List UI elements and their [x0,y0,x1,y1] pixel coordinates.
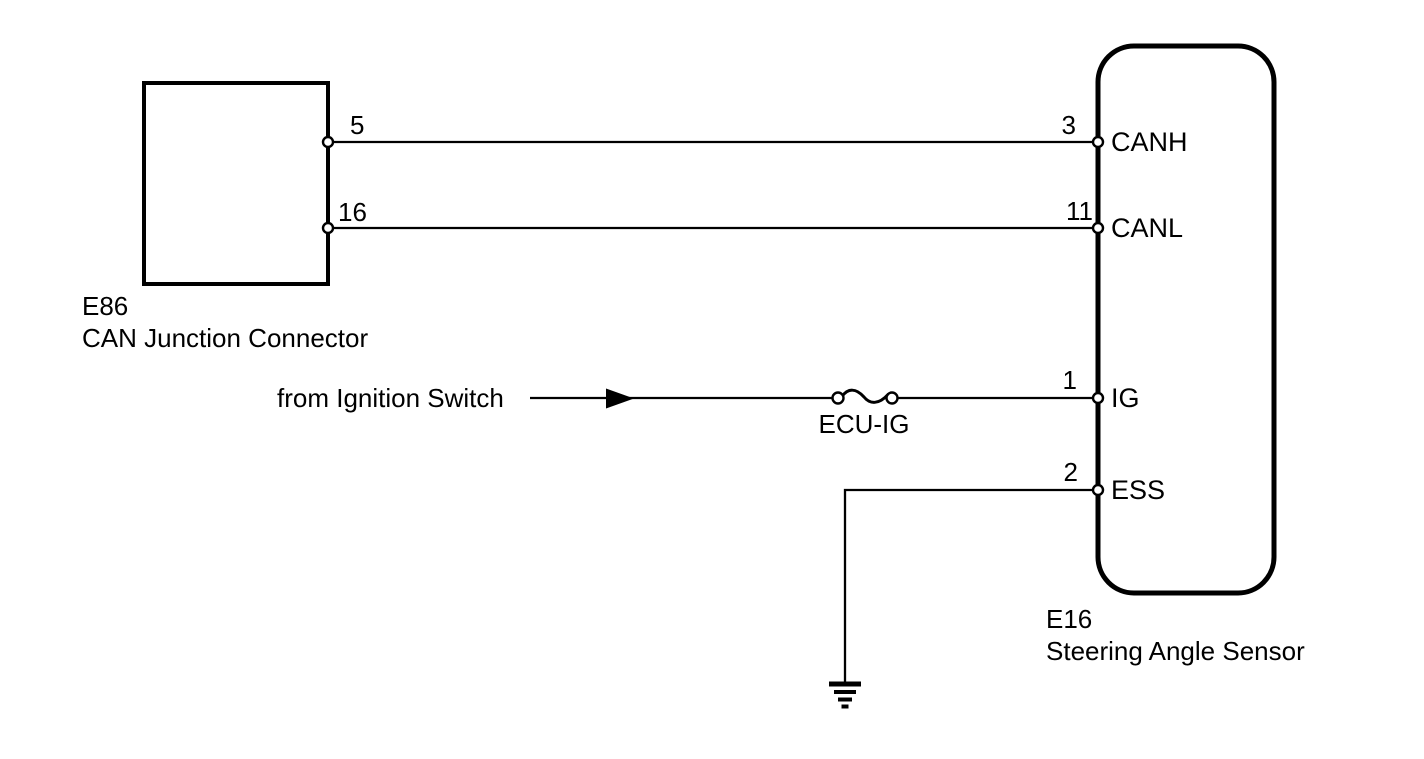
junction-connector-box [142,81,330,286]
arrow-right-icon [606,388,634,409]
sensor-name: Steering Angle Sensor [1046,636,1305,666]
terminal-e16-pin3 [1091,135,1105,149]
pin-label-canh: CANH [1111,127,1188,157]
pin-label-canl: CANL [1111,213,1183,243]
junction-connector-name: CAN Junction Connector [82,323,368,353]
sensor-code: E16 [1046,604,1092,634]
pin-label-ig: IG [1111,383,1140,413]
terminal-e16-pin11 [1091,221,1105,235]
junction-connector-code: E86 [82,291,128,321]
pin-number-2: 2 [1064,457,1078,487]
terminal-e16-pin2 [1091,483,1105,497]
ignition-source-label: from Ignition Switch [277,383,504,413]
wire-ess-to-ground [843,488,1098,684]
pin-number-1: 1 [1063,365,1077,395]
fuse-name-label: ECU-IG [819,409,910,439]
sensor-box [1095,43,1277,596]
terminal-e86-pin16 [321,221,335,235]
pin-number-5: 5 [350,110,364,140]
fuse-icon [831,388,899,405]
terminal-e16-pin1 [1091,391,1105,405]
pin-number-11: 11 [1066,196,1093,226]
pin-label-ess: ESS [1111,475,1165,505]
pin-number-16: 16 [338,197,367,227]
pin-number-3: 3 [1062,110,1076,140]
ground-icon [829,681,861,709]
terminal-e86-pin5 [321,135,335,149]
